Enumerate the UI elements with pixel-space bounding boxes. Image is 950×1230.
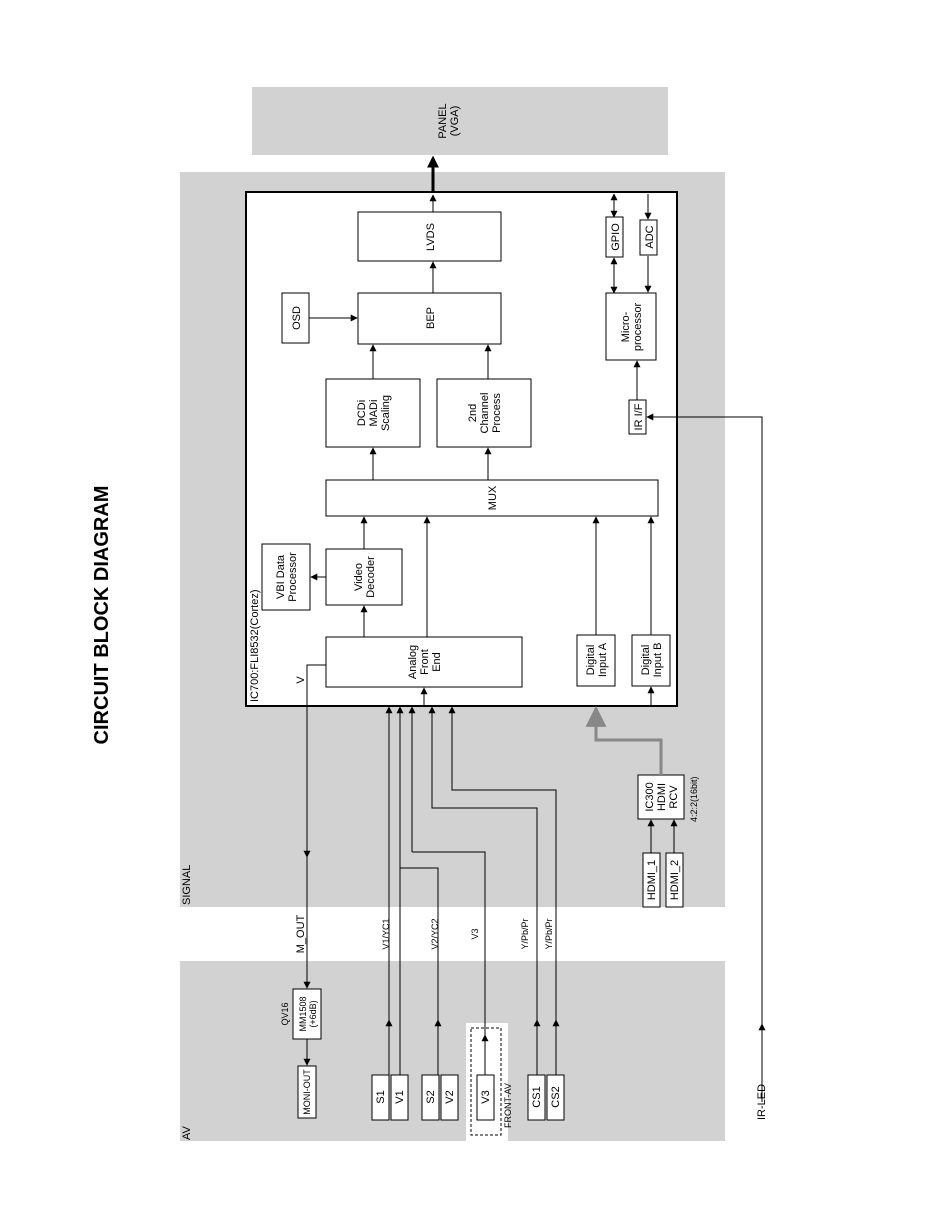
v3-signal-label: V3 [470,928,480,939]
digital-input-b-label: DigitalInput B [640,643,664,678]
hdmi-1-label: HDMI_1 [646,860,658,900]
microprocessor-label: Micro-processor [620,303,644,352]
panel-area [252,87,668,155]
second-channel-label: 2ndChannelProcess [467,393,503,434]
amplifier-label: MM1508(+6dB) [298,996,318,1031]
panel-label: PANEL(VGA) [437,103,461,138]
bep-box [357,292,502,345]
microprocessor-box [605,292,657,361]
moni-out-label: MONI-OUT [302,1069,312,1115]
adc-label: ADC [644,225,656,248]
moni-out-connector [297,1065,317,1119]
v2-label: V2 [444,1090,456,1103]
v3-label: V3 [480,1090,492,1103]
hdmi-receiver-label: IC300HDMIRCV [644,782,680,811]
digital-input-a-label: DigitalInput A [585,642,609,677]
hdmi-format-label: 4:2:2(16bit) [689,776,699,822]
signal-section-label: SIGNAL [181,865,193,905]
adc-box [639,219,658,256]
second-channel-box [436,378,532,448]
vbi-processor-box [261,543,311,611]
vbi-processor-label: VBI DataProcessor [275,552,299,602]
front-av-label: FRONT-AV [503,1083,513,1128]
lvds-label: LVDS [425,223,437,251]
digital-input-a-box [576,634,616,687]
v2yc2-label: V2/YC2 [430,918,440,949]
osd-box [281,292,310,344]
amplifier-box [292,988,322,1040]
lvds-box [357,211,502,262]
s1-label: S1 [375,1090,387,1103]
s2-label: S2 [425,1090,437,1103]
v-signal-label: V [295,676,307,684]
s1-connector [371,1074,390,1121]
ypbpr-2-label: Y/Pb/Pr [544,918,554,949]
ic700-label: IC700:FLI8532(Cortez) [249,590,261,703]
ypbpr-1-label: Y/Pb/Pr [520,918,530,949]
ir-if-label: IR I/F [633,403,645,430]
m-out-label: M_OUT [295,914,307,953]
bep-label: BEP [425,307,437,329]
v1yc1-label: V1/YC1 [381,918,391,949]
amplifier-ref-label: QV16 [280,1002,290,1025]
digital-input-b-box [631,634,671,687]
diagram-title: CIRCUIT BLOCK DIAGRAM [91,486,113,745]
v1-label: V1 [394,1090,406,1103]
gpio-label: GPIO [610,223,622,251]
osd-label: OSD [291,306,303,330]
dcdi-scaling-label: DCDiMADiScaling [356,395,392,431]
dcdi-scaling-box [325,378,421,448]
av-section-label: AV [181,1125,193,1140]
cs2-label: CS2 [550,1086,562,1107]
s2-connector [421,1074,440,1121]
video-decoder-label: VideoDecoder [353,556,377,598]
analog-front-end-label: AnalogFrontEnd [407,645,443,679]
mux-box [325,479,659,517]
connections [303,155,766,1102]
front-av-outline [470,1027,502,1136]
cs1-label: CS1 [531,1086,543,1107]
ic700-chip [245,191,678,707]
v2-connector [440,1074,459,1121]
mux-label: MUX [487,485,499,510]
hdmi-2-label: HDMI_2 [669,860,681,900]
analog-front-end-box [325,636,523,688]
